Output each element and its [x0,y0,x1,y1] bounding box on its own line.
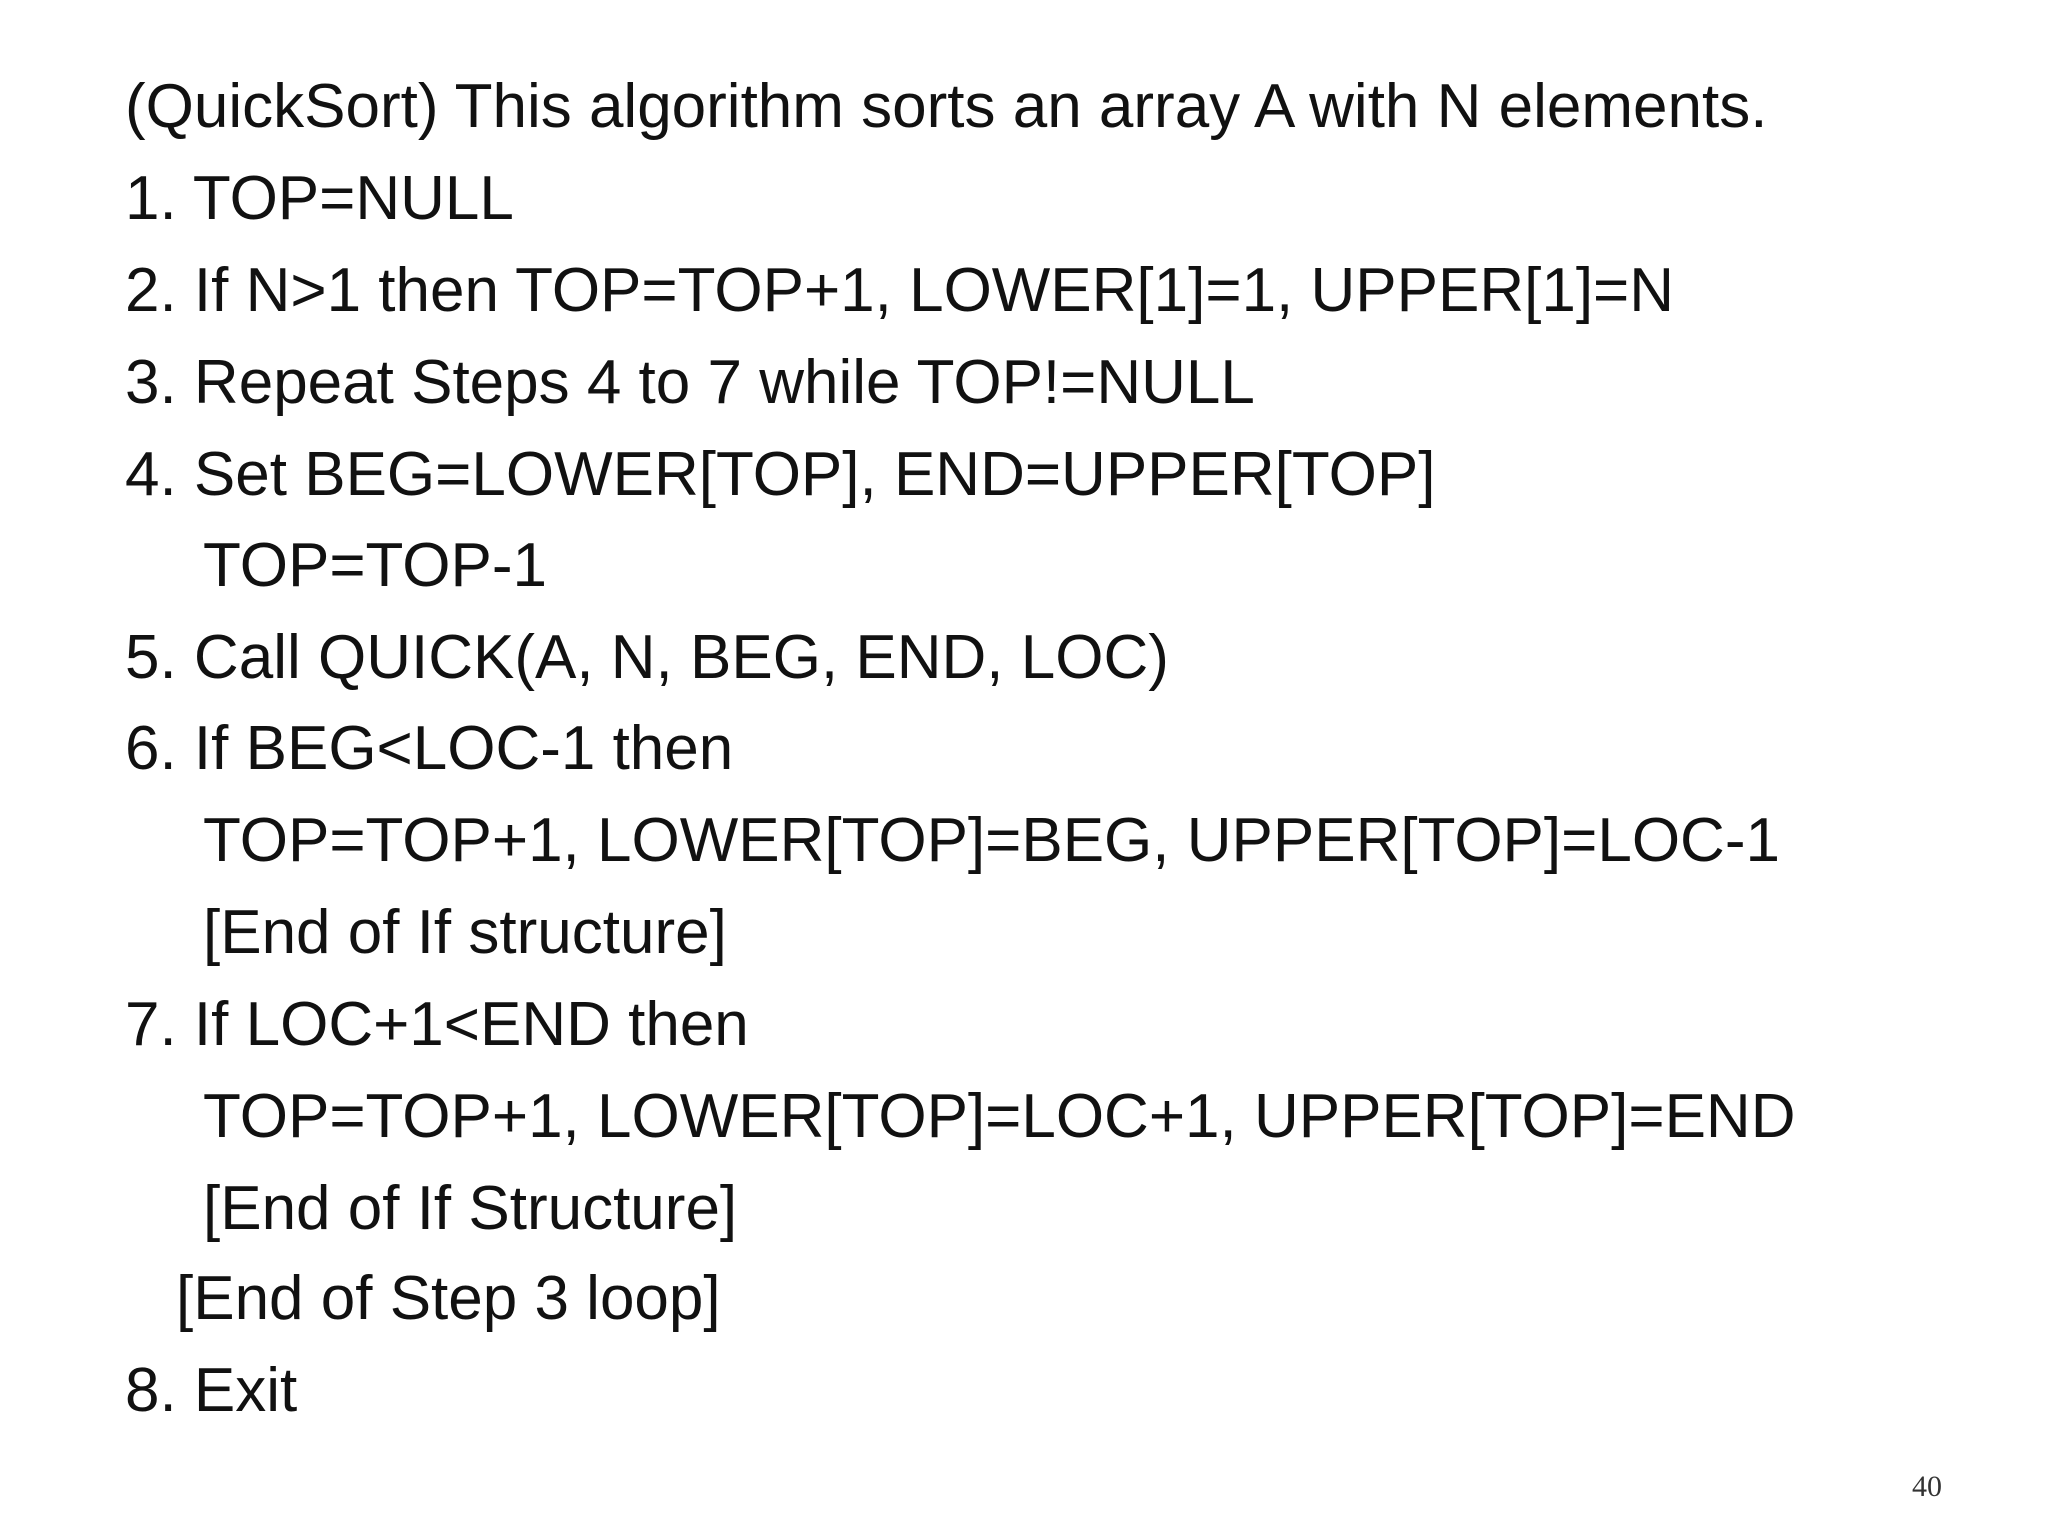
step-5: 5. Call QUICK(A, N, BEG, END, LOC) [125,623,1169,692]
step-3: 3. Repeat Steps 4 to 7 while TOP!=NULL [125,348,1255,417]
step-7-body: TOP=TOP+1, LOWER[TOP]=LOC+1, UPPER[TOP]=… [203,1082,1796,1151]
step-7: 7. If LOC+1<END then [125,990,749,1059]
page-number: 40 [1912,1470,1942,1503]
step-2: 2. If N>1 then TOP=TOP+1, LOWER[1]=1, UP… [125,256,1675,325]
step-6-end: [End of If structure] [203,898,727,967]
step-4: 4. Set BEG=LOWER[TOP], END=UPPER[TOP] [125,440,1436,509]
step-1: 1. TOP=NULL [125,164,514,233]
step-6: 6. If BEG<LOC-1 then [125,714,734,783]
loop-end: [End of Step 3 loop] [176,1264,721,1333]
step-7-end: [End of If Structure] [203,1174,738,1243]
step-8: 8. Exit [125,1356,298,1425]
step-4-continuation: TOP=TOP-1 [203,531,547,600]
slide-title: (QuickSort) This algorithm sorts an arra… [125,72,1768,141]
step-6-body: TOP=TOP+1, LOWER[TOP]=BEG, UPPER[TOP]=LO… [203,806,1780,875]
